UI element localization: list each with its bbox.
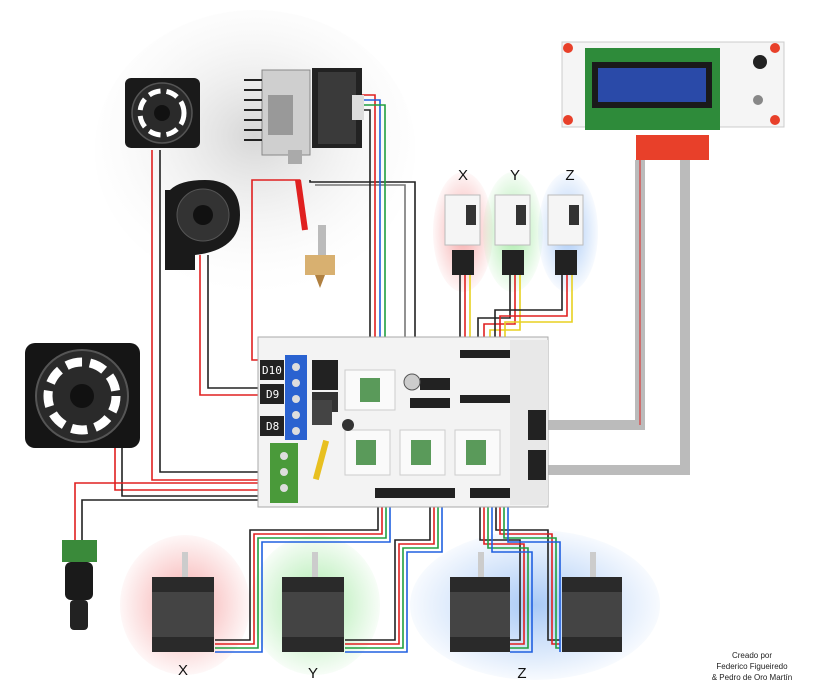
credits: Creado por Federico Figueiredo & Pedro d… — [712, 651, 792, 682]
heater-block-icon — [295, 179, 335, 288]
fan-large-icon — [25, 343, 140, 448]
motor-label-z: Z — [517, 665, 526, 682]
stepper-motor-y-icon — [282, 552, 344, 652]
wires — [74, 94, 690, 653]
credit-line-3: & Pedro de Oro Martín — [712, 673, 792, 682]
hotend-shadow — [95, 10, 415, 290]
pin-label-d10: D10 — [262, 364, 282, 377]
endstop-label-z: Z — [565, 167, 574, 184]
motor-label-y: Y — [308, 665, 318, 682]
fan-small-icon — [125, 78, 200, 148]
stepper-motor-z1-icon — [450, 552, 510, 652]
endstop-y-icon — [494, 194, 531, 275]
motor-label-x: X — [178, 662, 188, 679]
credit-line-1: Creado por — [732, 651, 772, 660]
endstop-label-x: X — [458, 167, 468, 184]
stepper-motor-x-icon — [152, 552, 214, 652]
endstop-x-icon — [444, 194, 481, 275]
pin-label-d8: D8 — [266, 420, 279, 433]
blower-fan-icon — [165, 180, 240, 270]
glow-motor-z — [410, 530, 660, 680]
credit-line-2: Federico Figueiredo — [716, 662, 788, 671]
ramps-board: D10 D9 D8 — [257, 336, 549, 508]
lcd-controller-icon — [561, 41, 785, 160]
pin-label-d9: D9 — [266, 388, 279, 401]
endstop-label-y: Y — [510, 167, 520, 184]
endstop-z-icon — [547, 194, 584, 275]
dc-power-jack-icon — [62, 540, 97, 630]
extruder-hotend-icon — [244, 68, 364, 164]
stepper-motor-z2-icon — [562, 552, 622, 652]
